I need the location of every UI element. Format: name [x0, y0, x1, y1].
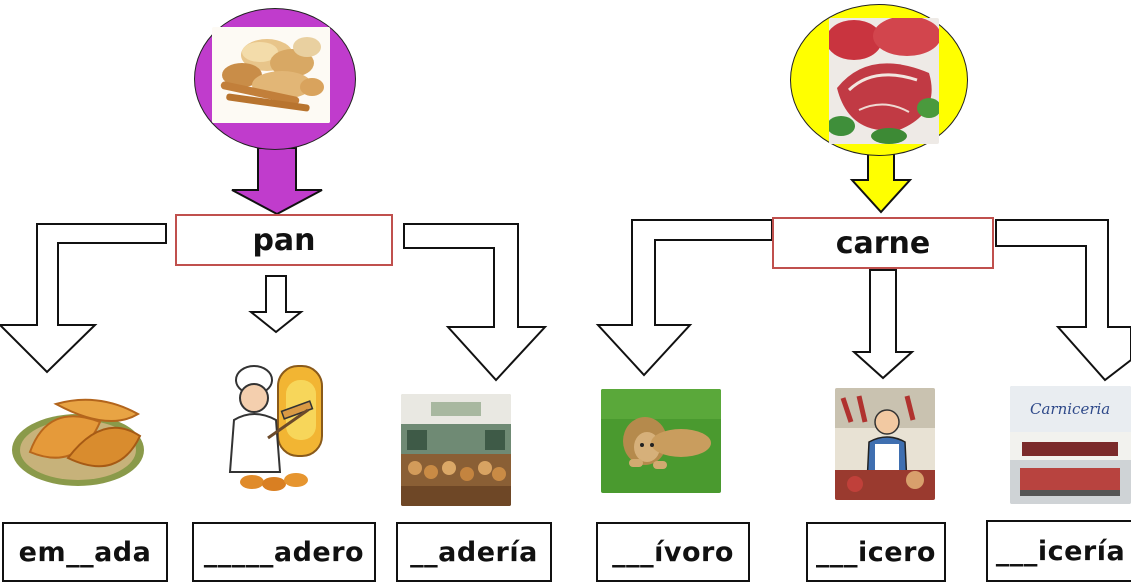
pan-root-arrow [231, 147, 323, 216]
bakery-shop-image [401, 394, 511, 506]
blank-word-carniceria: ___icería [986, 520, 1131, 582]
empanadas-image [8, 392, 148, 492]
pan-middle-arrow [248, 275, 304, 334]
carne-root-word: carne [772, 217, 994, 269]
baker-image [216, 360, 328, 494]
carne-middle-arrow [851, 269, 915, 380]
carne-right-arrow [995, 219, 1131, 382]
pan-right-arrow [403, 223, 548, 382]
blank-word-panadero: _____adero [192, 522, 376, 582]
carne-root-arrow [849, 147, 913, 214]
lion-image [601, 389, 721, 493]
pan-root-word: pan [175, 214, 393, 266]
bread-assortment-image [212, 27, 330, 123]
blank-word-carnicero: ___icero [806, 522, 946, 582]
raw-meat-image [829, 18, 939, 144]
blank-word-empanada: em__ada [2, 522, 168, 582]
butcher-shop-image: Carniceria [1010, 386, 1131, 504]
butcher-shop-sign-text: Carniceria [1030, 400, 1110, 418]
blank-word-panaderia: __adería [396, 522, 552, 582]
butcher-image [835, 388, 935, 500]
pan-left-arrow [0, 223, 167, 374]
blank-word-carnivoro: ___ívoro [596, 522, 750, 582]
carne-left-arrow [595, 219, 773, 377]
